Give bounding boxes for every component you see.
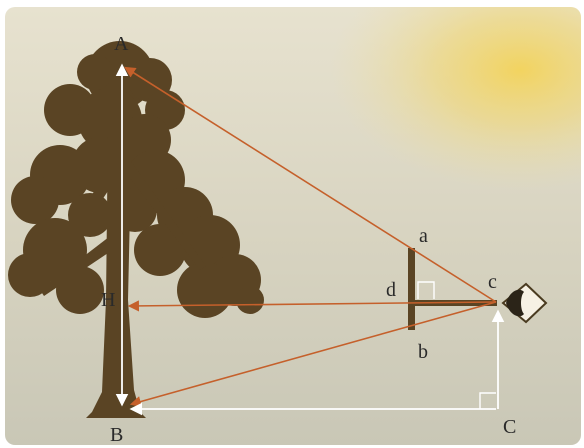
- stick-vertical: [408, 248, 415, 330]
- label-d: d: [386, 279, 396, 301]
- sun-glow: [330, 7, 581, 190]
- sight-line-top: [124, 66, 497, 303]
- right-angle-mark-icon: [417, 281, 435, 299]
- sight-lines: [124, 66, 497, 407]
- stick: [408, 248, 497, 330]
- measure-lines: [115, 63, 505, 416]
- label-a: a: [419, 225, 428, 247]
- label-B: B: [110, 424, 123, 446]
- label-b: b: [418, 341, 428, 363]
- label-H: H: [101, 289, 115, 311]
- ground-right-angle-mark: [479, 392, 496, 409]
- label-A: A: [114, 33, 129, 55]
- label-c: c: [488, 271, 497, 293]
- sight-line-middle: [127, 300, 497, 312]
- tree-silhouette-icon: [8, 41, 264, 418]
- label-C: C: [503, 416, 516, 438]
- sight-line-bottom: [129, 301, 497, 407]
- eye-icon: [501, 282, 548, 324]
